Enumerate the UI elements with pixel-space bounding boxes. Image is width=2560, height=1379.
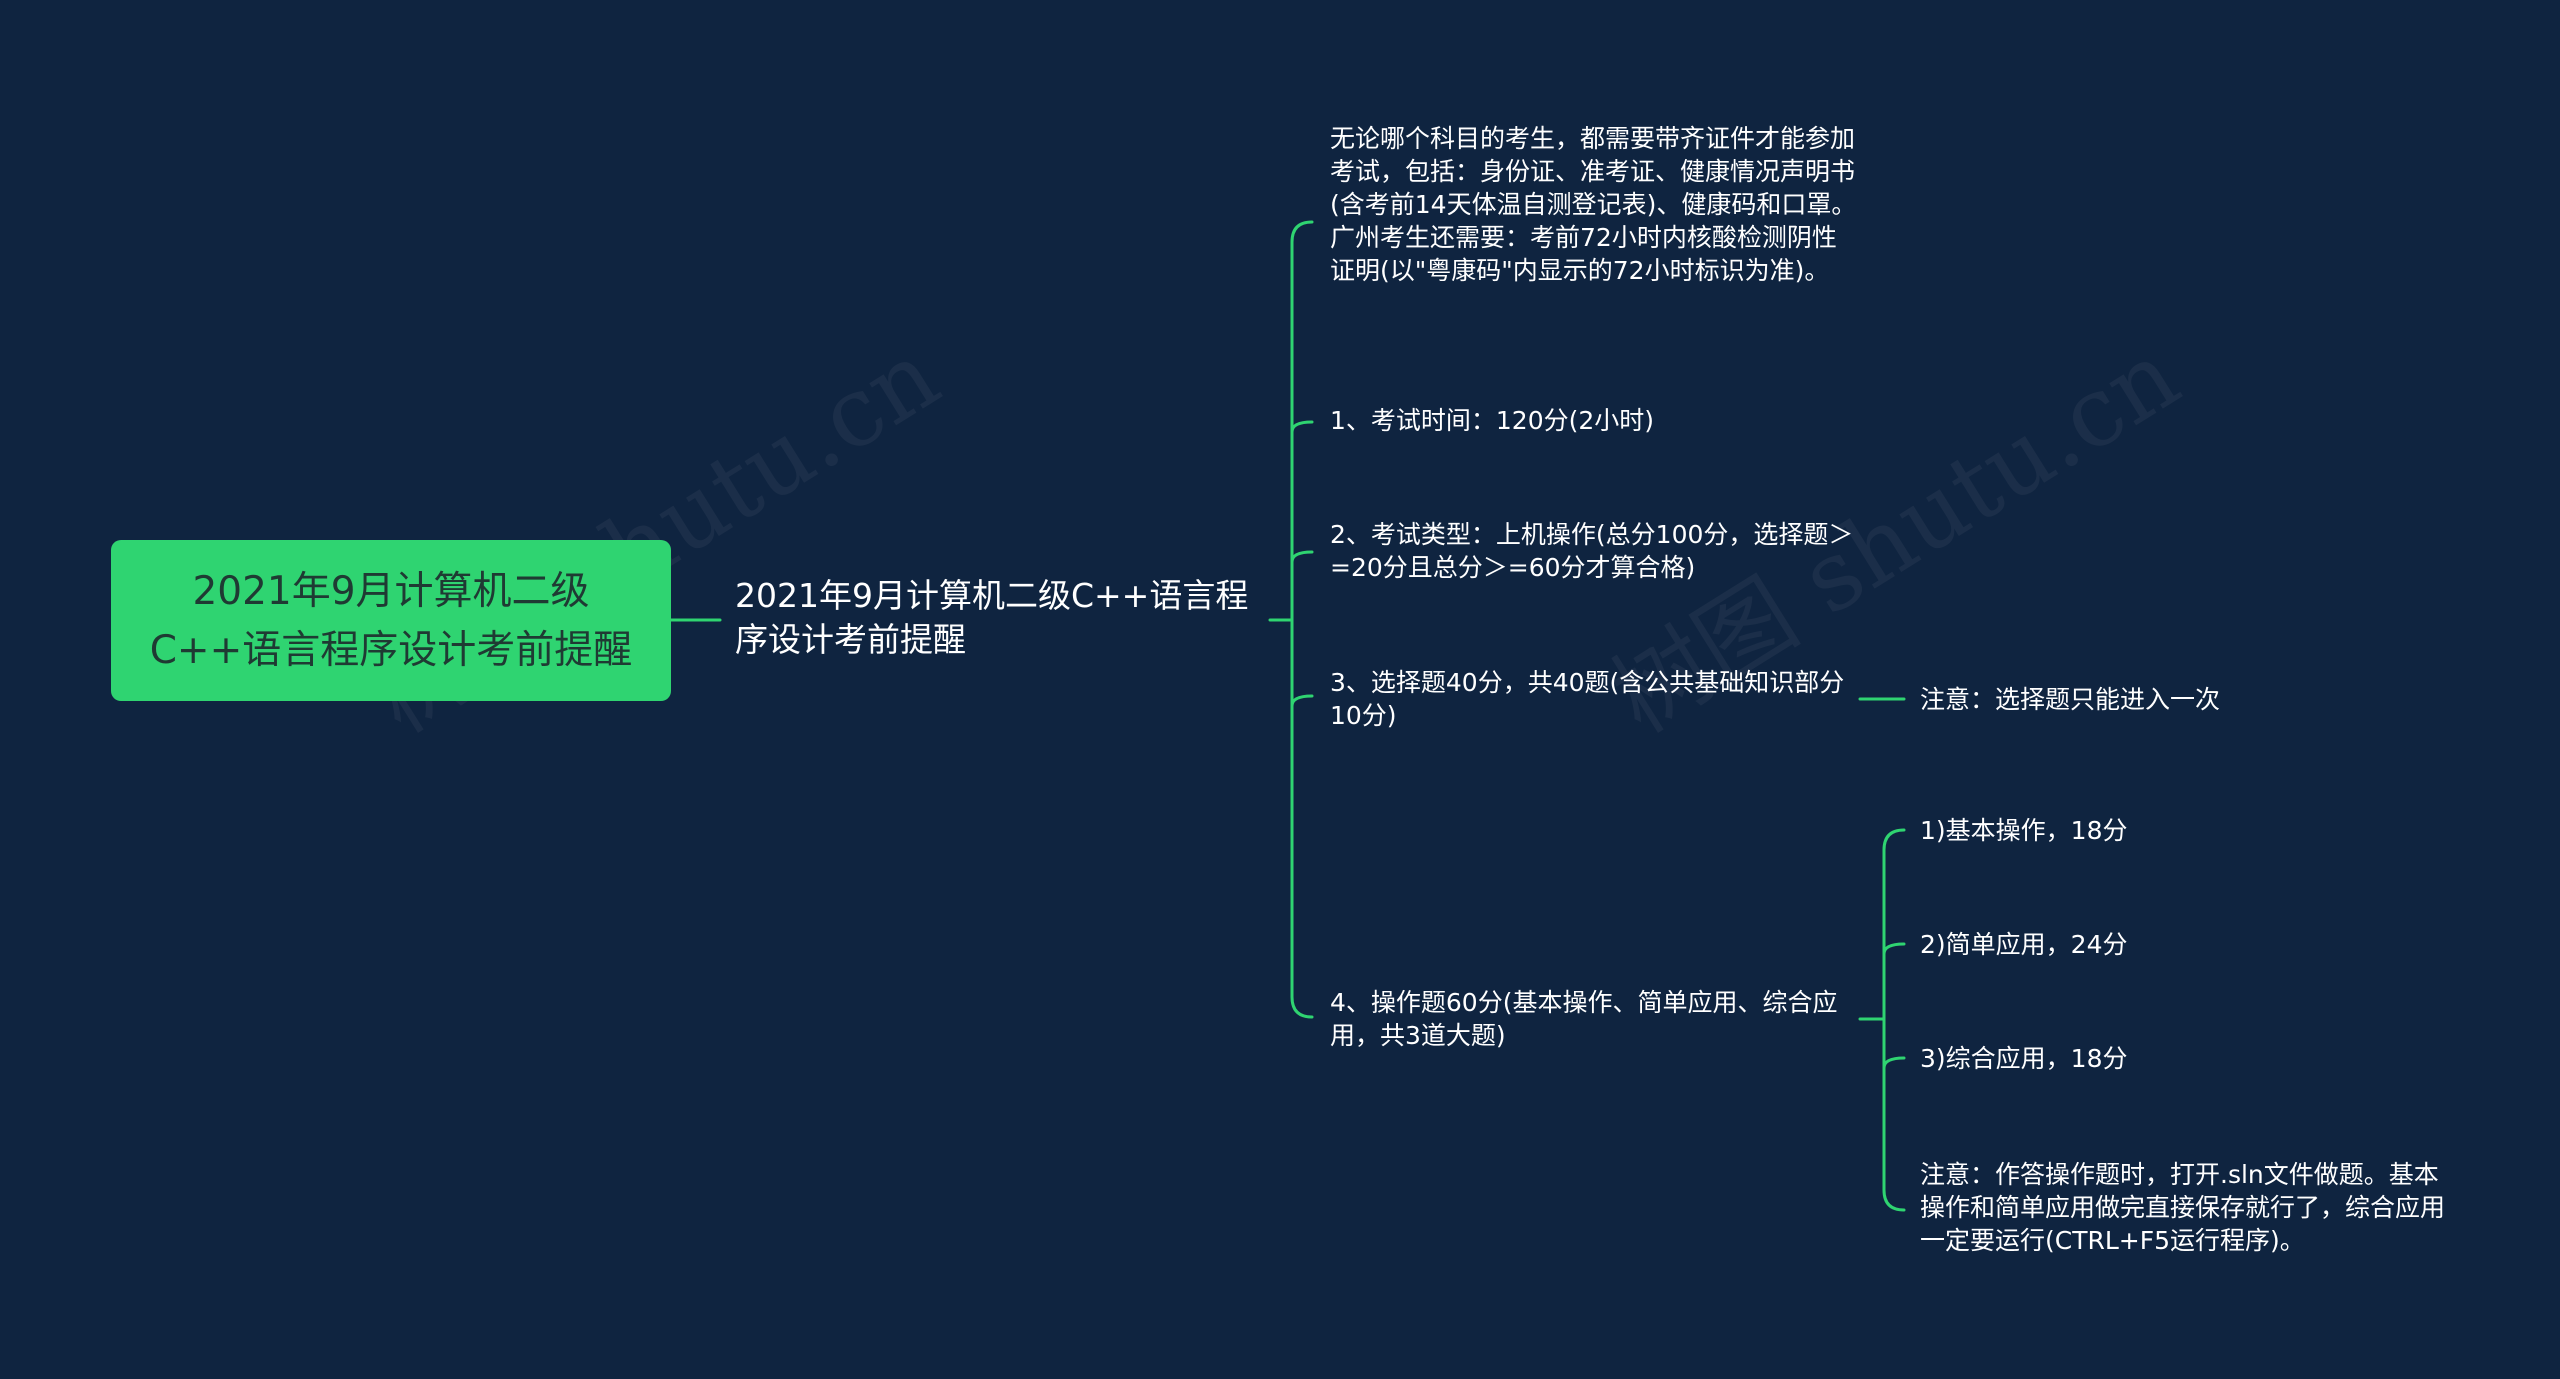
branch-node[interactable]: 2021年9月计算机二级C++语言程序设计考前提醒 [735,576,1249,659]
note-multiple-choice[interactable]: 注意：选择题只能进入一次 [1920,685,2221,714]
item-operation[interactable]: 4、操作题60分(基本操作、简单应用、综合应用，共3道大题) [1330,988,1838,1050]
connector-sub-2 [1882,942,1906,956]
item-multiple-choice[interactable]: 3、选择题40分，共40题(含公共基础知识部分10分) [1330,668,1845,730]
connector-item-4 [1290,694,1314,708]
connector-item-3 [1290,550,1314,564]
item-exam-time[interactable]: 1、考试时间：120分(2小时) [1330,406,1655,435]
root-node[interactable]: 2021年9月计算机二级C++语言程序设计考前提醒 [111,540,671,701]
item-exam-type[interactable]: 2、考试类型：上机操作(总分100分，选择题＞=20分且总分＞=60分才算合格) [1330,520,1854,582]
sub-basic-operation[interactable]: 1)基本操作，18分 [1920,816,2128,845]
trunk-line [1290,220,1314,1019]
sub-comprehensive-application[interactable]: 3)综合应用，18分 [1920,1044,2128,1073]
connector-item-2 [1290,420,1314,434]
root-title: 2021年9月计算机二级C++语言程序设计考前提醒 [149,568,633,673]
note-operation[interactable]: 注意：作答操作题时，打开.sln文件做题。基本操作和简单应用做完直接保存就行了，… [1920,1160,2446,1255]
sub-simple-application[interactable]: 2)简单应用，24分 [1920,930,2128,959]
subtrunk-line [1882,828,1906,1212]
item-requirements[interactable]: 无论哪个科目的考生，都需要带齐证件才能参加考试，包括：身份证、准考证、健康情况声… [1330,124,1857,285]
connector-sub-3 [1882,1056,1906,1070]
